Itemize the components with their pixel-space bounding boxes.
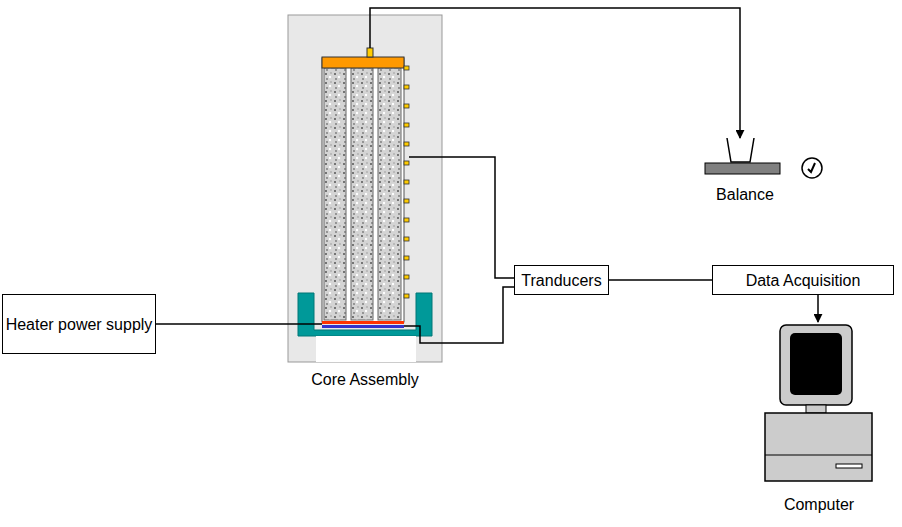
sensor-port	[404, 123, 409, 127]
core-column	[351, 68, 373, 320]
balance-plate	[705, 163, 780, 174]
connector	[817, 295, 819, 322]
sensor-port	[404, 104, 409, 108]
connector	[609, 279, 712, 281]
connector	[442, 157, 514, 278]
monitor-neck	[806, 405, 826, 413]
core-assembly: Core Assembly	[288, 15, 442, 362]
outlet-nub	[367, 48, 373, 57]
sensor-wire	[409, 156, 442, 158]
balance: Balance	[705, 138, 785, 175]
heater-wire	[288, 323, 322, 325]
top-cap	[322, 57, 404, 68]
heater-sensor-wire	[404, 326, 442, 343]
core-column	[378, 68, 401, 320]
sensor-port	[404, 142, 409, 146]
computer-case	[765, 413, 872, 481]
node-label: Computer	[784, 495, 854, 514]
sensor-port	[404, 66, 409, 70]
heater-strip	[322, 325, 404, 328]
screen	[790, 333, 842, 395]
core-column	[324, 68, 346, 320]
node-label: Data Acquisition	[746, 271, 861, 290]
beaker	[727, 138, 754, 162]
sensor-port	[404, 294, 409, 298]
node-label: Core Assembly	[311, 370, 419, 389]
node-label: Balance	[716, 185, 774, 204]
connector	[370, 8, 740, 138]
connector	[156, 323, 288, 325]
sensor-port	[404, 256, 409, 260]
heater-strip	[322, 321, 404, 324]
computer: Computer	[765, 322, 873, 482]
core-tube	[322, 58, 404, 322]
connector	[442, 287, 514, 343]
sensor-port	[404, 275, 409, 279]
process-box: Data Acquisition	[712, 265, 894, 295]
case-line	[765, 455, 872, 456]
sensor-port	[404, 199, 409, 203]
sensor-port	[404, 85, 409, 89]
clock-icon	[802, 158, 822, 178]
process-box: Tranducers	[514, 265, 609, 295]
clock-hand	[808, 163, 815, 172]
base-gap	[316, 336, 416, 362]
node-label: Heater power supply	[6, 315, 153, 334]
process-box: Heater power supply	[2, 294, 156, 354]
sensor-port	[404, 218, 409, 222]
drive-slot	[836, 464, 862, 468]
sensor-port	[404, 180, 409, 184]
housing-panel	[288, 15, 442, 362]
sensor-port	[404, 161, 409, 165]
node-label: Tranducers	[521, 271, 601, 290]
sensor-port	[404, 237, 409, 241]
outlet-wire	[369, 15, 371, 48]
monitor	[780, 325, 852, 405]
